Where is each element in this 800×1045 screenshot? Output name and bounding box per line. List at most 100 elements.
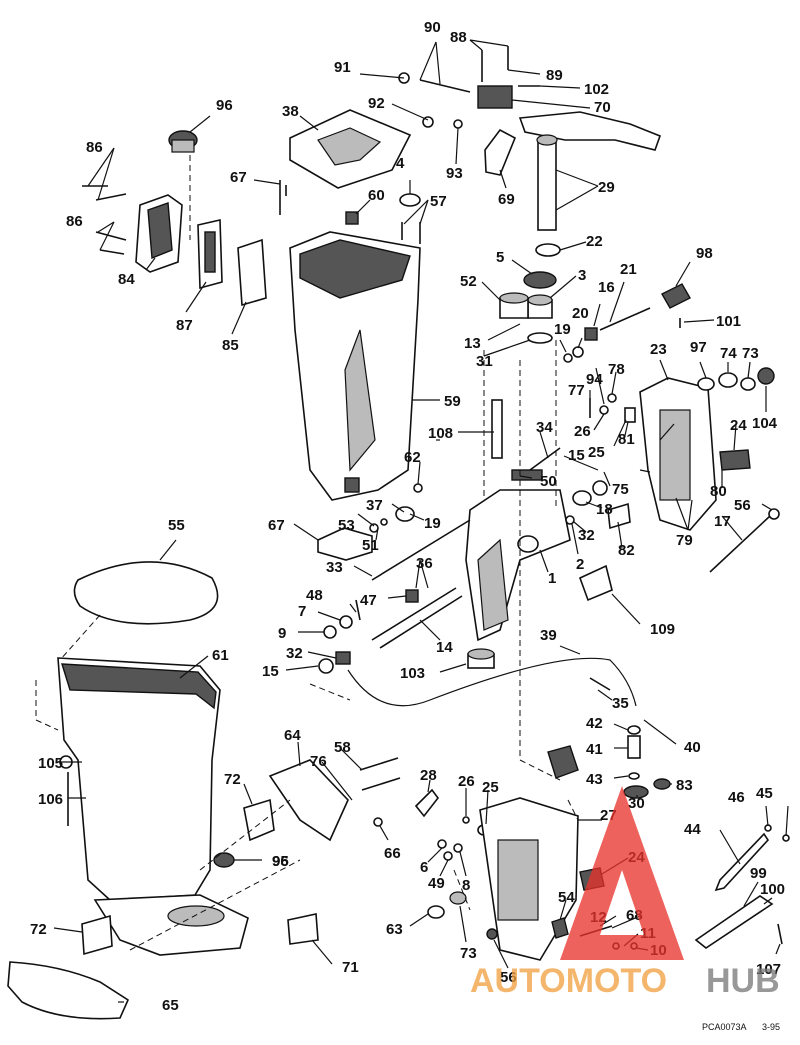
- callout-15b: 15: [262, 663, 279, 680]
- callout-85: 85: [222, 337, 239, 354]
- callout-45: 45: [756, 785, 773, 802]
- callout-4: 4: [396, 155, 405, 172]
- callout-21: 21: [620, 261, 637, 278]
- callout-61: 61: [212, 647, 229, 664]
- callout-41: 41: [586, 741, 603, 758]
- callout-57: 57: [430, 193, 447, 210]
- callout-35: 35: [612, 695, 629, 712]
- callout-78: 78: [608, 361, 625, 378]
- callout-1: 1: [548, 570, 556, 587]
- callout-79: 79: [676, 532, 693, 549]
- cover-65: [7, 961, 130, 1020]
- latch-24-80: [719, 449, 751, 471]
- lever-28: [414, 788, 491, 861]
- callout-47: 47: [360, 592, 377, 609]
- callout-37: 37: [366, 497, 383, 514]
- callout-50: 50: [540, 473, 557, 490]
- callout-73a: 73: [742, 345, 759, 362]
- callout-101: 101: [716, 313, 741, 330]
- bushing-103: [467, 648, 495, 669]
- callout-48: 48: [306, 587, 323, 604]
- bolt-34: [529, 447, 561, 471]
- callout-102: 102: [584, 81, 609, 98]
- diagram-id-label: PCA0073A: [702, 1022, 747, 1032]
- callout-31: 31: [476, 353, 493, 370]
- plug-96-top: [168, 130, 198, 240]
- callout-98: 98: [696, 245, 713, 262]
- callout-94: 94: [586, 371, 603, 388]
- gasket-69: [484, 128, 517, 176]
- watermark-right-text: HUB: [706, 962, 780, 1000]
- steering-arm-29: [518, 111, 662, 231]
- callout-106: 106: [38, 791, 63, 808]
- pin-2: [565, 515, 575, 525]
- callout-26b: 26: [458, 773, 475, 790]
- seal-5: [523, 271, 557, 289]
- callout-39: 39: [540, 627, 557, 644]
- washers-left: [318, 599, 361, 674]
- cap-98: [661, 283, 691, 309]
- callout-42: 42: [586, 715, 603, 732]
- callout-49: 49: [428, 875, 445, 892]
- callout-38: 38: [282, 103, 299, 120]
- shaft-108: [491, 399, 503, 459]
- callout-18: 18: [596, 501, 613, 518]
- callout-70: 70: [594, 99, 611, 116]
- seal-ring-55: [73, 561, 219, 625]
- callout-62: 62: [404, 449, 421, 466]
- callout-105: 105: [38, 755, 63, 772]
- nut-60: [345, 211, 359, 225]
- callout-53: 53: [338, 517, 355, 534]
- callout-46: 46: [728, 789, 745, 806]
- callout-36: 36: [416, 555, 433, 572]
- callout-20: 20: [572, 305, 589, 322]
- diagram-date-label: 3-95: [762, 1022, 780, 1032]
- callout-17: 17: [714, 513, 731, 530]
- callout-2: 2: [576, 556, 584, 573]
- callout-95: 95: [272, 853, 289, 870]
- bracket-hardware-right: [589, 393, 636, 496]
- ring-31: [527, 332, 553, 344]
- callout-32b: 32: [286, 645, 303, 662]
- watermark-left-text: AUTOMOTO: [470, 962, 667, 1000]
- callout-labels: 1 2 3 4 5 6 7 8 9 10 11 12 13 14 15 15 1…: [30, 19, 785, 1014]
- callout-87: 87: [176, 317, 193, 334]
- watermark: AUTOMOTO HUB: [470, 786, 780, 1000]
- gasket-85: [237, 238, 267, 307]
- lower-housing-61: [57, 657, 249, 956]
- callout-90: 90: [424, 19, 441, 36]
- pin-50: [511, 469, 543, 481]
- callout-104: 104: [752, 415, 778, 432]
- callout-30: 30: [628, 795, 645, 812]
- callout-108: 108: [428, 425, 453, 442]
- callout-77: 77: [568, 382, 585, 399]
- callout-81: 81: [618, 431, 635, 448]
- washer-73: [740, 377, 756, 391]
- callout-14: 14: [436, 639, 453, 656]
- callout-25a: 25: [588, 444, 605, 461]
- clip-109: [578, 564, 613, 602]
- bushing-4: [399, 193, 421, 207]
- callout-65: 65: [162, 997, 179, 1014]
- ring-22: [535, 243, 561, 257]
- housing-lower-hardware: [317, 483, 423, 561]
- callout-59: 59: [444, 393, 461, 410]
- callout-84: 84: [118, 271, 135, 288]
- watermark-logo-icon: [560, 786, 684, 960]
- lock-hardware: [547, 677, 671, 799]
- callout-83: 83: [676, 777, 693, 794]
- callout-5: 5: [496, 249, 504, 266]
- leader-lines: [53, 39, 789, 1003]
- exhaust-cover-84: [135, 194, 183, 273]
- callout-71: 71: [342, 959, 359, 976]
- callout-88: 88: [450, 29, 467, 46]
- callout-92: 92: [368, 95, 385, 112]
- callout-3: 3: [578, 267, 586, 284]
- callout-19b: 19: [424, 515, 441, 532]
- bushing-18: [572, 490, 592, 506]
- screws-86: [82, 185, 127, 255]
- callout-34: 34: [536, 419, 553, 436]
- callout-54: 54: [558, 889, 575, 906]
- callout-29: 29: [598, 179, 615, 196]
- callout-25b: 25: [482, 779, 499, 796]
